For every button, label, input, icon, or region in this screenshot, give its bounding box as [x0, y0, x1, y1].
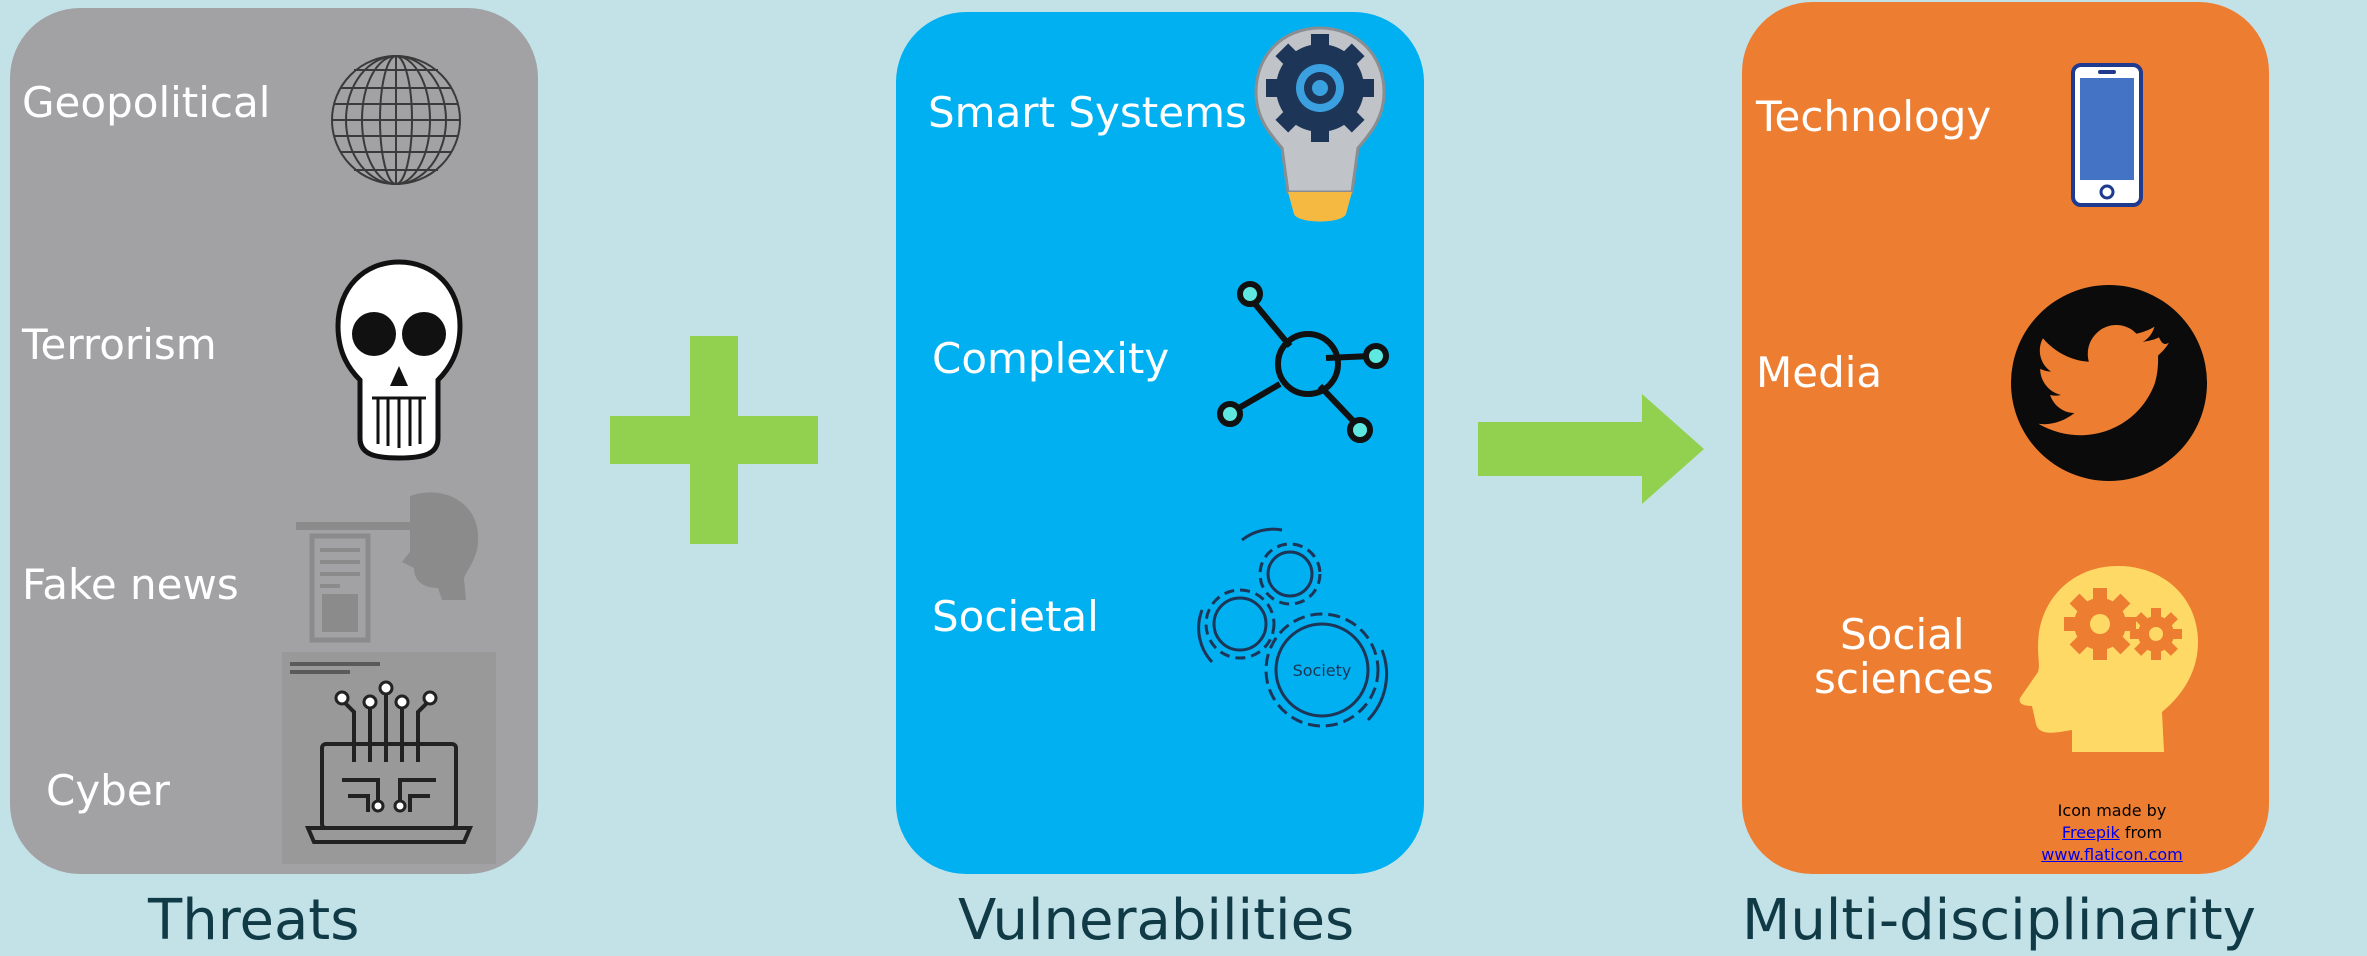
complexity-label: Complexity [932, 334, 1170, 383]
icon-credit-line1: Icon made by [2057, 801, 2167, 820]
smart-systems-label: Smart Systems [928, 88, 1247, 137]
head-gears-icon [2014, 562, 2206, 754]
cyber-label: Cyber [46, 766, 170, 815]
smartphone-icon [2070, 62, 2144, 208]
technology-label: Technology [1756, 92, 1992, 141]
skull-icon [334, 258, 464, 462]
media-label: Media [1756, 348, 1883, 397]
laptop-circuit-icon [282, 652, 496, 864]
lightbulb-gear-icon [1250, 22, 1390, 228]
icon-credit-from: from [2119, 823, 2163, 842]
geopolitical-label: Geopolitical [22, 78, 271, 127]
terrorism-label: Terrorism [22, 320, 217, 369]
globe-icon [328, 52, 464, 188]
arrow-right-icon [1478, 394, 1704, 504]
network-hub-icon [1210, 280, 1394, 450]
icon-credit: Icon made by Freepik from www.flaticon.c… [2012, 800, 2212, 866]
flaticon-link[interactable]: www.flaticon.com [2041, 845, 2183, 864]
society-gears-icon: Society [1182, 524, 1398, 734]
freepik-link[interactable]: Freepik [2061, 823, 2120, 842]
social-sciences-label-line2: sciences [1814, 654, 1994, 703]
liar-newspaper-icon [292, 488, 482, 644]
threats-caption: Threats [148, 888, 360, 953]
plus-icon [610, 336, 818, 544]
twitter-bird-icon [2010, 284, 2208, 482]
society-gears-text: Society [1293, 661, 1352, 680]
multidisciplinarity-caption: Multi-disciplinarity [1742, 888, 2256, 953]
fake-news-label: Fake news [22, 560, 239, 609]
vulnerabilities-caption: Vulnerabilities [958, 888, 1355, 953]
societal-label: Societal [932, 592, 1099, 641]
social-sciences-label-line1: Social [1840, 610, 1965, 659]
